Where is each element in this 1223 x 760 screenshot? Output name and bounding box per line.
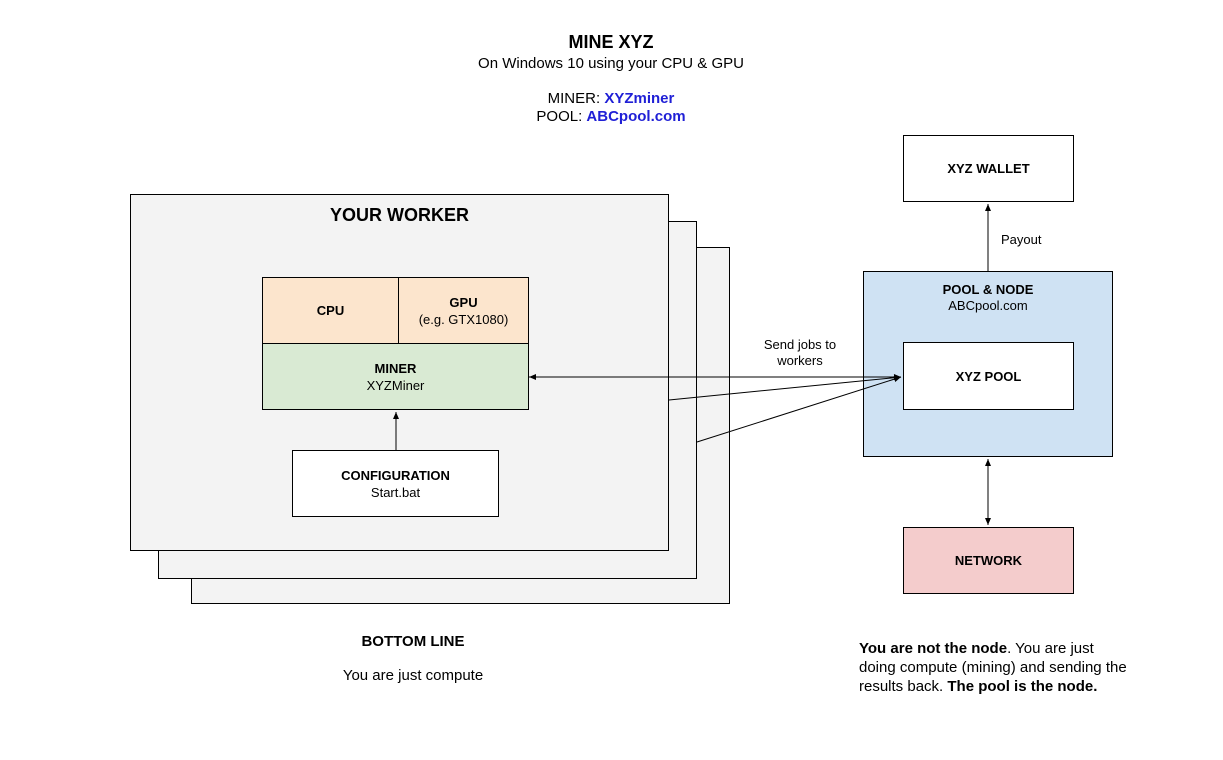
xyz-pool-box: XYZ POOL — [903, 342, 1074, 410]
wallet-box: XYZ WALLET — [903, 135, 1074, 202]
configuration-box: CONFIGURATION Start.bat — [292, 450, 499, 517]
miner-line: MINER: XYZminer — [548, 90, 675, 107]
pool-node-subtitle: ABCpool.com — [948, 298, 1028, 313]
pool-prefix: POOL: — [536, 108, 587, 125]
configuration-file: Start.bat — [370, 484, 421, 500]
pool-note-text: . You are just doing compute (mining) an… — [859, 640, 1127, 695]
network-label: NETWORK — [954, 553, 1023, 568]
miner-name: XYZMiner — [366, 377, 425, 393]
miner-box: MINER XYZMiner — [262, 343, 529, 410]
bottom-line-text: You are just compute — [342, 667, 484, 684]
pool-line: POOL: ABCpool.com — [536, 108, 685, 125]
pool-note-bold-1: You are not the node — [859, 640, 1008, 657]
worker-title: YOUR WORKER — [330, 205, 469, 225]
pool-node-title: POOL & NODE — [942, 282, 1034, 297]
gpu-box: GPU (e.g. GTX1080) — [398, 277, 529, 344]
miner-title: MINER — [374, 360, 417, 376]
miner-prefix: MINER: — [547, 90, 605, 107]
pool-node-header: POOL & NODE ABCpool.com — [864, 282, 1112, 313]
pool-worker-2-arrow — [668, 374, 902, 401]
cpu-box: CPU — [262, 277, 399, 344]
bottom-line: BOTTOM LINE You are just compute — [263, 633, 563, 684]
cpu-label: CPU — [316, 303, 345, 318]
pool-worker-3-arrow — [696, 376, 902, 443]
diagram-title: MINE XYZ — [568, 32, 654, 52]
gpu-example: (e.g. GTX1080) — [418, 311, 509, 327]
xyz-pool-label: XYZ POOL — [955, 368, 1022, 384]
pool-value: ABCpool.com — [586, 108, 686, 125]
network-box: NETWORK — [903, 527, 1074, 594]
send-jobs-label: Send jobs to workers — [763, 337, 837, 368]
configuration-title: CONFIGURATION — [341, 467, 450, 483]
diagram-header: MINE XYZ On Windows 10 using your CPU & … — [361, 32, 861, 125]
wallet-label: XYZ WALLET — [947, 161, 1030, 176]
diagram-subtitle: On Windows 10 using your CPU & GPU — [478, 55, 744, 72]
bottom-line-title: BOTTOM LINE — [361, 633, 465, 650]
miner-value: XYZminer — [604, 90, 675, 107]
pool-note: You are not the node. You are just doing… — [859, 639, 1129, 696]
payout-label: Payout — [1001, 232, 1042, 247]
pool-note-bold-2: The pool is the node. — [947, 678, 1098, 695]
gpu-label: GPU — [449, 294, 478, 310]
